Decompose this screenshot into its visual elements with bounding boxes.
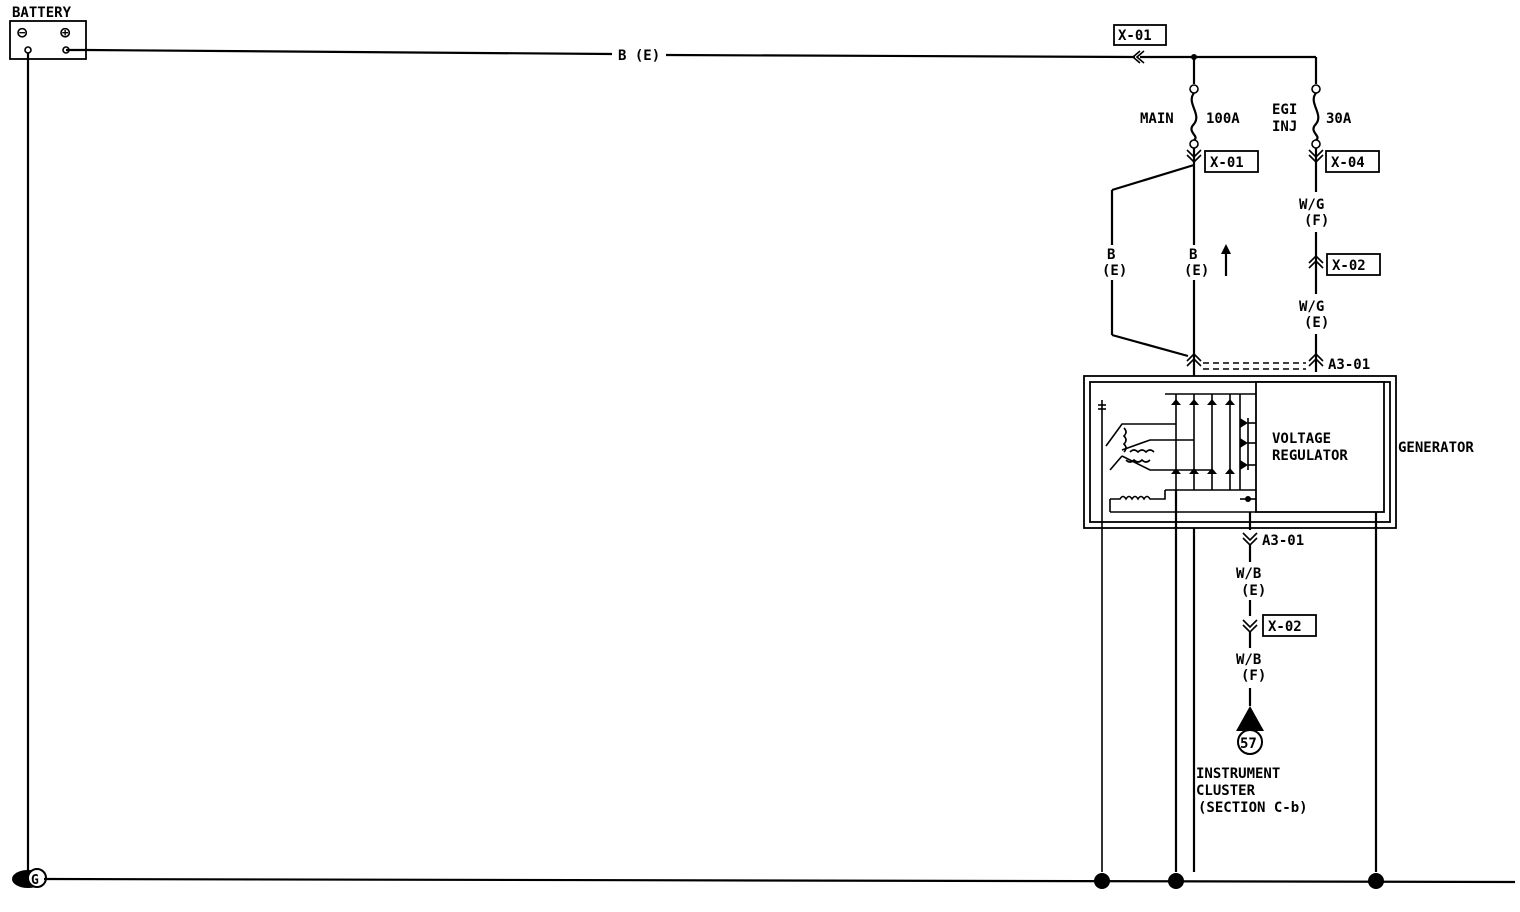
field-coil [1109,490,1256,513]
rectifier-bridge [1165,393,1256,502]
branch-left-spec: (E) [1102,263,1127,279]
regulator-label-1: VOLTAGE [1272,431,1331,447]
reference-label-3: (SECTION C-b) [1198,800,1308,816]
reference-label-2: CLUSTER [1196,783,1256,799]
egi-lower-color: W/G [1299,299,1324,315]
branch-mid-color: B [1189,247,1197,263]
connector-x01-top: X-01 [1113,24,1167,64]
connector-x02-lamp-label: X-02 [1268,619,1302,635]
regulator-label-2: REGULATOR [1272,448,1348,464]
generator-ground-legs [1094,490,1384,889]
reference-label-1: INSTRUMENT [1196,766,1280,782]
connector-a301-bottom-label: A3-01 [1262,533,1304,549]
lamp-upper-spec: (E) [1241,583,1266,599]
lamp-upper-color: W/B [1236,566,1261,582]
connector-a301-top-label: A3-01 [1328,357,1370,373]
connector-a301-top: A3-01 [1186,352,1370,373]
instrument-cluster-reference[interactable]: 57 INSTRUMENT CLUSTER (SECTION C-b) [1196,706,1308,816]
egi-lower-spec: (E) [1304,315,1329,331]
stator-windings [1098,400,1212,872]
current-flow-arrow [1221,244,1231,276]
warning-lamp-wire: W/B (E) W/B (F) [1236,545,1266,706]
egi-wire: W/G (F) W/G (E) [1299,148,1329,372]
connector-x01-main: X-01 [1186,149,1259,173]
reference-number: 57 [1240,736,1257,752]
connector-x02-egi: X-02 [1308,253,1381,276]
egi-inj-fuse: EGI INJ 30A [1272,57,1352,149]
main-feed-wire: B (E) [66,48,1316,64]
battery-negative-symbol: ⊖ [17,23,28,43]
main-fuse-rating: 100A [1206,111,1240,127]
egi-fuse-name-1: EGI [1272,102,1297,118]
connector-x02-lamp: X-02 [1242,614,1317,648]
egi-upper-spec: (F) [1304,213,1329,229]
battery-positive-symbol: ⊕ [60,23,71,43]
connector-x02-egi-label: X-02 [1332,258,1366,274]
connector-x04: X-04 [1308,149,1380,173]
egi-fuse-name-2: INJ [1272,119,1297,135]
ground-label: G [31,873,39,888]
battery: BATTERY ⊖ ⊕ [9,5,87,60]
ground-symbol: G [12,868,47,888]
branch-left-color: B [1107,247,1115,263]
branch-mid-spec: (E) [1184,263,1209,279]
connector-x01-top-label: X-01 [1118,28,1152,44]
battery-label: BATTERY [12,5,72,21]
connector-x04-label: X-04 [1331,155,1365,171]
main-feed-wire-label: B (E) [618,48,660,64]
connector-x01-main-label: X-01 [1210,155,1244,171]
egi-upper-color: W/G [1299,197,1324,213]
egi-fuse-rating: 30A [1326,111,1352,127]
voltage-regulator: VOLTAGE REGULATOR [1255,381,1385,513]
lamp-lower-spec: (F) [1241,668,1266,684]
main-fuse: MAIN 100A [1140,57,1240,149]
lamp-lower-color: W/B [1236,652,1261,668]
generator-label: GENERATOR [1398,440,1474,456]
main-fuse-name: MAIN [1140,111,1174,127]
